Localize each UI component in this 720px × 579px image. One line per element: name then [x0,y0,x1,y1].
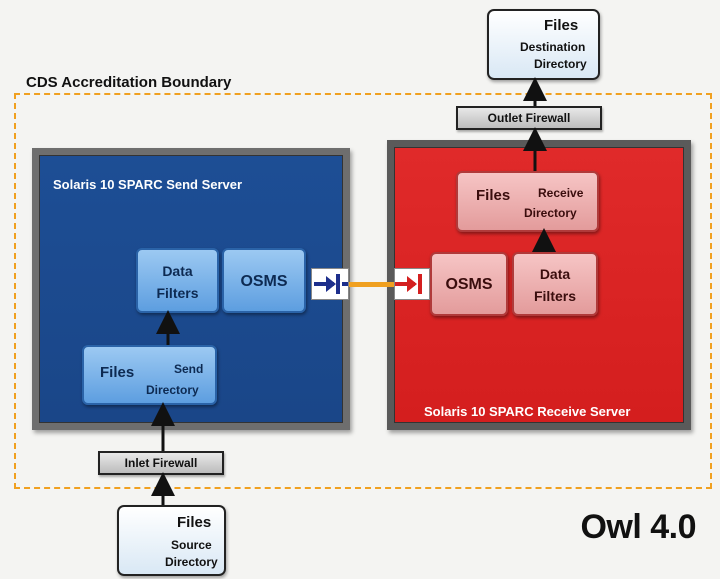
source-line1: Source [171,538,212,552]
outlet-firewall: Outlet Firewall [456,106,602,130]
destination-directory: Files Destination Directory [487,9,600,80]
source-directory: Files Source Directory [117,505,226,576]
send-data-filters-line1: Data [162,263,193,279]
send-connector [311,268,349,300]
inlet-firewall: Inlet Firewall [98,451,224,475]
send-files-label: Files [100,364,135,381]
destination-line2: Directory [534,57,587,71]
send-data-filters-line2: Filters [156,285,199,301]
receive-data-filters-line2: Filters [533,288,576,304]
version-label: Owl 4.0 [580,508,696,546]
send-line2: Directory [146,383,199,397]
send-server-title: Solaris 10 SPARC Send Server [53,177,243,192]
receive-connector [394,268,430,300]
source-line2: Directory [165,555,218,569]
destination-files-label: Files [544,17,579,34]
send-data-filters: Data Filters [136,248,219,313]
accreditation-boundary [14,93,712,489]
send-osms: OSMS [222,248,306,313]
send-directory: Files Send Directory [82,345,217,405]
send-osms-label: OSMS [240,273,288,290]
receive-data-filters-line1: Data [539,266,571,282]
send-connector-icon [314,274,348,294]
receive-files-label: Files [476,187,511,204]
receive-osms-label: OSMS [445,276,493,293]
receive-connector-icon [395,274,422,294]
receive-line1: Receive [538,186,584,200]
receive-directory: Files Receive Directory [456,171,599,232]
receive-osms: OSMS [430,252,508,316]
send-line1: Send [174,362,204,376]
receive-server-title: Solaris 10 SPARC Receive Server [424,404,631,419]
receive-data-filters: Data Filters [512,252,598,316]
source-files-label: Files [177,514,212,531]
receive-line2: Directory [524,206,577,220]
destination-line1: Destination [520,40,586,54]
link-line [349,282,396,287]
boundary-label: CDS Accreditation Boundary [26,74,232,91]
